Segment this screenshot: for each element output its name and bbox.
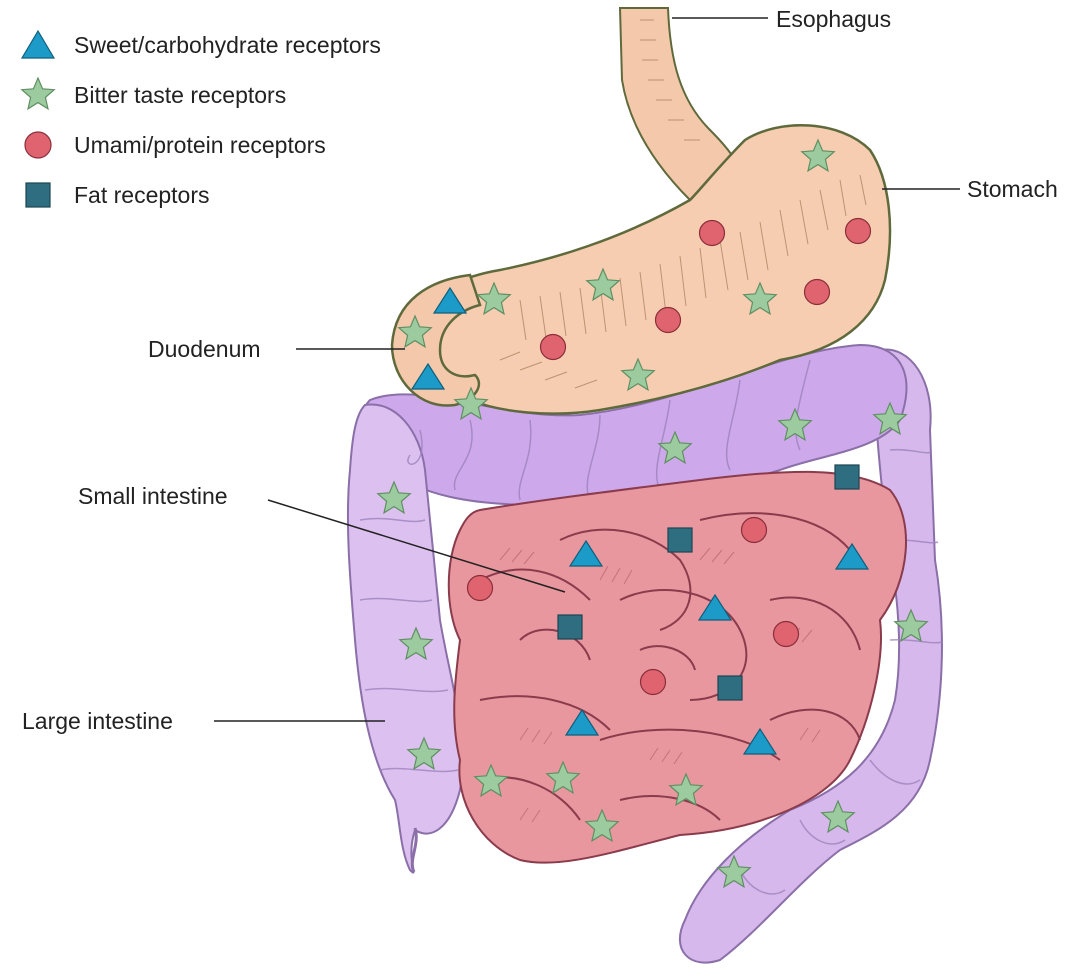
umami-receptor-circle	[700, 221, 725, 246]
fat-receptor-square	[835, 465, 859, 489]
fat-receptor-square	[558, 615, 582, 639]
stomach-label: Stomach	[967, 176, 1058, 203]
umami-receptor-circle	[742, 518, 767, 543]
small-intestine-label: Small intestine	[78, 483, 228, 510]
star-icon	[18, 75, 58, 115]
legend: Sweet/carbohydrate receptors Bitter tast…	[18, 20, 381, 220]
circle-icon	[18, 125, 58, 165]
legend-item-sweet: Sweet/carbohydrate receptors	[18, 20, 381, 70]
legend-label: Bitter taste receptors	[74, 82, 286, 109]
legend-label: Sweet/carbohydrate receptors	[74, 32, 381, 59]
umami-receptor-circle	[468, 576, 493, 601]
umami-receptor-circle	[641, 670, 666, 695]
large-intestine-label: Large intestine	[22, 708, 173, 735]
esophagus-label: Esophagus	[776, 6, 891, 33]
legend-item-bitter: Bitter taste receptors	[18, 70, 381, 120]
umami-receptor-circle	[846, 219, 871, 244]
duodenum-label: Duodenum	[148, 336, 261, 363]
umami-receptor-circle	[774, 622, 799, 647]
legend-label: Fat receptors	[74, 182, 210, 209]
legend-label: Umami/protein receptors	[74, 132, 326, 159]
umami-receptor-circle	[541, 335, 566, 360]
umami-receptor-circle	[656, 308, 681, 333]
legend-item-umami: Umami/protein receptors	[18, 120, 381, 170]
legend-item-fat: Fat receptors	[18, 170, 381, 220]
square-icon	[18, 175, 58, 215]
fat-receptor-square	[718, 676, 742, 700]
triangle-icon	[18, 25, 58, 65]
fat-receptor-square	[668, 528, 692, 552]
umami-receptor-circle	[805, 280, 830, 305]
